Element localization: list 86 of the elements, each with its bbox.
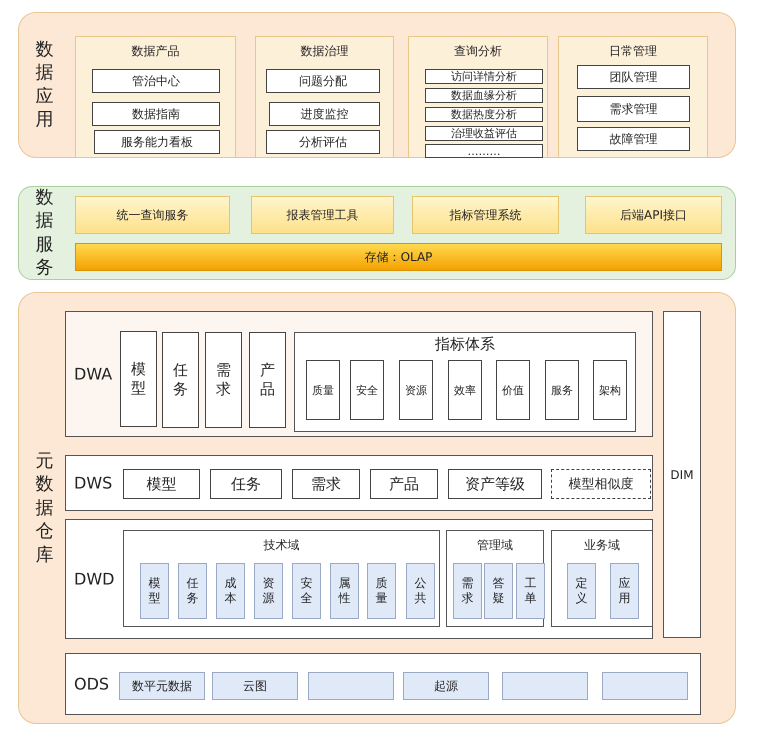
group-panel xyxy=(558,36,708,158)
module-box: 应用 xyxy=(610,563,639,619)
module-box: 质量 xyxy=(367,563,396,619)
group-title: 日常管理 xyxy=(608,43,658,60)
module-box: 资源 xyxy=(399,360,433,420)
module-box: ……… xyxy=(425,144,543,158)
module-box: 云图 xyxy=(212,672,298,700)
module-box: 任务 xyxy=(162,332,199,428)
module-box: 效率 xyxy=(448,360,482,420)
module-box: 治理收益评估 xyxy=(425,126,543,141)
module-box: 任务 xyxy=(210,469,282,499)
module-box: 资产等级 xyxy=(448,469,542,499)
module-box: 安全 xyxy=(350,360,384,420)
module-box: 任务 xyxy=(178,563,207,619)
module-box: 访问详情分析 xyxy=(425,69,543,84)
module-box: 产品 xyxy=(370,469,438,499)
layer-title: DWA xyxy=(74,364,112,384)
group-panel xyxy=(123,530,440,627)
module-box: 进度监控 xyxy=(269,102,380,126)
module-box: 服务能力看板 xyxy=(94,130,220,154)
module-box xyxy=(602,672,688,700)
module-box xyxy=(502,672,588,700)
module-box: 后端API接口 xyxy=(585,196,722,234)
module-box: 模型 xyxy=(140,563,169,619)
module-box: 架构 xyxy=(593,360,627,420)
layer-box xyxy=(65,653,701,715)
module-box: 成本 xyxy=(216,563,245,619)
module-box: 管治中心 xyxy=(92,69,220,93)
module-box: 统一查询服务 xyxy=(75,196,230,234)
group-panel xyxy=(551,530,653,627)
group-title: 指标体系 xyxy=(434,335,496,354)
module-box: 价值 xyxy=(496,360,530,420)
group-panel xyxy=(408,36,548,158)
module-box: 模型 xyxy=(123,469,200,499)
module-box: 起源 xyxy=(403,672,489,700)
layer-band xyxy=(18,292,736,724)
layer-band xyxy=(18,12,736,158)
dimension-table-box: DIM xyxy=(663,311,701,638)
group-title: 管理域 xyxy=(476,537,514,554)
module-box: 需求管理 xyxy=(577,96,690,122)
module-box: 工单 xyxy=(516,563,545,619)
module-box: 定义 xyxy=(567,563,596,619)
module-box: 公共 xyxy=(406,563,435,619)
group-panel xyxy=(294,332,636,432)
layer-band xyxy=(18,186,736,280)
module-box: 模型相似度 xyxy=(551,469,651,499)
module-box: 需求 xyxy=(292,469,360,499)
module-box: 分析评估 xyxy=(266,130,380,154)
layer-box xyxy=(65,455,653,511)
module-box: 资源 xyxy=(254,563,283,619)
module-box: 属性 xyxy=(330,563,359,619)
module-box: 数据热度分析 xyxy=(425,107,543,122)
layer-title: 数据服务 xyxy=(35,186,54,280)
module-box: 数据血缘分析 xyxy=(425,88,543,103)
module-box: 需求 xyxy=(453,563,482,619)
module-box: 需求 xyxy=(205,332,242,428)
layer-title: DWS xyxy=(74,474,112,492)
group-title: 技术域 xyxy=(262,537,300,554)
group-title: 数据产品 xyxy=(130,43,180,60)
module-box: 故障管理 xyxy=(577,127,690,151)
module-box: 团队管理 xyxy=(577,65,690,89)
group-panel xyxy=(75,36,236,158)
module-box: 问题分配 xyxy=(266,69,380,93)
layer-title: ODS xyxy=(74,674,110,694)
module-box: 产品 xyxy=(249,332,286,428)
storage-bar: 存储：OLAP xyxy=(75,243,722,271)
group-panel xyxy=(446,530,544,627)
group-title: 查询分析 xyxy=(453,43,503,60)
module-box: 答疑 xyxy=(484,563,513,619)
module-box: 模型 xyxy=(120,331,157,427)
group-title: 业务域 xyxy=(583,537,621,554)
layer-box xyxy=(65,519,653,639)
group-panel xyxy=(255,36,394,158)
layer-title: 数据应用 xyxy=(35,38,54,132)
module-box: 安全 xyxy=(292,563,321,619)
module-box: 质量 xyxy=(306,360,340,420)
module-box: 数据指南 xyxy=(92,102,220,126)
module-box xyxy=(308,672,394,700)
module-box: 服务 xyxy=(545,360,579,420)
module-box: 报表管理工具 xyxy=(251,196,394,234)
layer-title: 元数据仓库 xyxy=(35,450,54,566)
layer-box xyxy=(65,311,653,437)
module-box: 指标管理系统 xyxy=(412,196,559,234)
module-box: 数平元数据 xyxy=(119,672,205,700)
layer-title: DWD xyxy=(74,570,114,588)
group-title: 数据治理 xyxy=(300,43,350,60)
